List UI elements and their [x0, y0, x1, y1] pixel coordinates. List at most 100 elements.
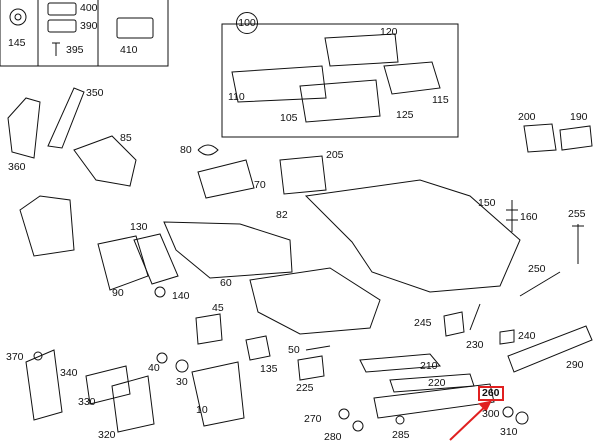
callout-230: 230 — [466, 339, 484, 351]
callout-100: 100 — [236, 12, 258, 34]
part-225-clip — [297, 355, 325, 381]
callout-85: 85 — [120, 132, 132, 144]
part-75-panel — [19, 195, 75, 257]
part-130-cover — [133, 233, 179, 285]
part-90-bracket — [97, 235, 149, 291]
callout-255: 255 — [568, 208, 586, 220]
part-360-trim — [7, 97, 41, 159]
callout-190: 190 — [570, 111, 588, 123]
part-30-clip — [175, 359, 189, 373]
callout-340: 340 — [60, 367, 78, 379]
part-45-tunnel — [249, 267, 381, 335]
part-40-clip — [156, 352, 168, 364]
callout-310: 310 — [500, 426, 518, 438]
top-left-box-frame — [0, 0, 169, 67]
callout-270: 270 — [304, 413, 322, 425]
part-280-clip — [352, 420, 364, 432]
callout-120: 120 — [380, 26, 398, 38]
callout-40: 40 — [148, 362, 160, 374]
part-60-floor — [163, 221, 293, 279]
part-200-pad — [523, 123, 557, 153]
part-140-clip — [154, 286, 166, 298]
part-410-pad — [116, 17, 154, 39]
part-350-panel — [47, 87, 85, 149]
part-400-pad — [47, 2, 77, 16]
part-45-block — [195, 313, 223, 345]
part-70-grille — [197, 159, 255, 199]
part-105-mat — [299, 79, 381, 123]
callout-125: 125 — [396, 109, 414, 121]
part-370-clip — [33, 351, 43, 361]
callout-30: 30 — [176, 376, 188, 388]
callout-10: 10 — [196, 404, 208, 416]
callout-330: 330 — [78, 396, 96, 408]
callout-130: 130 — [130, 221, 148, 233]
part-145-grommet — [9, 8, 27, 26]
callout-285: 285 — [392, 429, 410, 441]
part-310-clip — [515, 411, 529, 425]
part-285-clip — [395, 415, 405, 425]
part-110-mat — [231, 65, 327, 103]
part-255-bolt — [572, 224, 584, 264]
part-240-clip — [499, 329, 515, 345]
part-85-bracket — [73, 135, 137, 187]
part-50-clip — [305, 345, 331, 351]
callout-395: 395 — [66, 44, 84, 56]
callout-280: 280 — [324, 431, 342, 443]
part-10-bracket — [191, 361, 245, 427]
main-floor-pan — [304, 179, 521, 293]
part-245-clip — [443, 311, 465, 337]
callout-245: 245 — [414, 317, 432, 329]
part-220-sill — [359, 353, 442, 373]
part-115-mat — [383, 61, 441, 95]
part-290-sill — [507, 325, 593, 373]
callout-390: 390 — [80, 20, 98, 32]
callout-115: 115 — [432, 94, 449, 106]
callout-70: 70 — [254, 179, 266, 191]
callout-250: 250 — [528, 263, 546, 275]
callout-220: 220 — [428, 377, 446, 389]
callout-90: 90 — [112, 287, 124, 299]
part-260-sill — [373, 383, 495, 419]
callout-205: 205 — [326, 149, 344, 161]
callout-160: 160 — [520, 211, 538, 223]
part-390-pad — [47, 19, 77, 33]
callout-240: 240 — [518, 330, 536, 342]
callout-320: 320 — [98, 429, 116, 441]
callout-80: 80 — [180, 144, 192, 156]
part-395-screw — [52, 42, 60, 56]
part-120-mat — [324, 33, 399, 67]
callout-140: 140 — [172, 290, 190, 302]
part-190-pad — [559, 125, 593, 151]
callout-360: 360 — [8, 161, 26, 173]
part-330-bracket — [85, 365, 131, 405]
part-230-strip — [469, 303, 481, 331]
part-300-clip — [502, 406, 514, 418]
part-270-clip — [338, 408, 350, 420]
part-205-insulation — [279, 155, 327, 195]
callout-135: 135 — [260, 363, 278, 375]
callout-290: 290 — [566, 359, 584, 371]
part-135-block — [245, 335, 271, 361]
callout-300: 300 — [482, 408, 500, 420]
callout-105: 105 — [280, 112, 298, 124]
callout-60: 60 — [220, 277, 232, 289]
callout-145: 145 — [8, 37, 26, 49]
callout-210: 210 — [420, 360, 438, 372]
callout-150: 150 — [478, 197, 496, 209]
mat-group-frame — [221, 23, 459, 138]
callout-350: 350 — [86, 87, 104, 99]
part-80-grommet — [197, 144, 219, 156]
callout-260-highlighted: 260 — [478, 386, 504, 401]
part-320-bracket — [111, 375, 155, 433]
callout-200: 200 — [518, 111, 536, 123]
callout-110: 110 — [228, 91, 245, 103]
callout-400: 400 — [80, 2, 98, 14]
part-340-bracket — [25, 349, 63, 421]
highlight-arrow-head — [477, 400, 492, 412]
callout-410: 410 — [120, 44, 138, 56]
callout-370: 370 — [6, 351, 24, 363]
callout-45: 45 — [212, 302, 224, 314]
callout-50: 50 — [288, 344, 300, 356]
